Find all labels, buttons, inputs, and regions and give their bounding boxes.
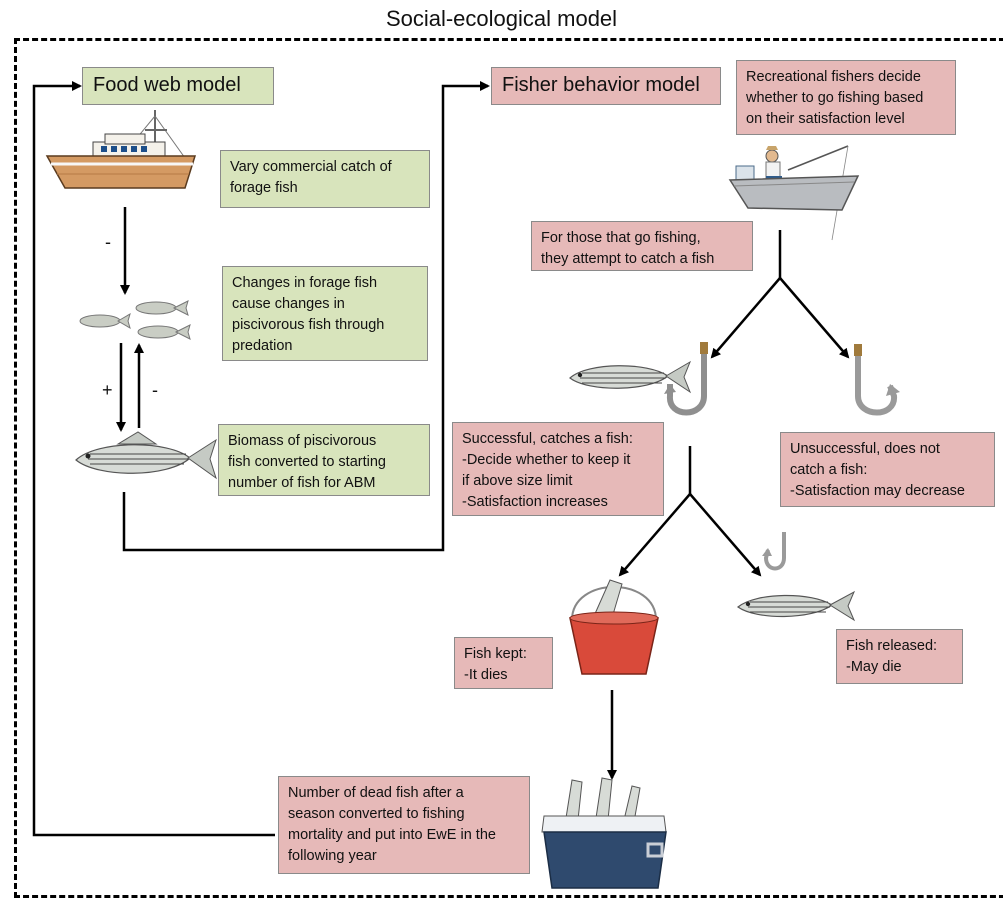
forage-changes-box: Changes in forage fish cause changes in …	[222, 266, 428, 361]
split-right-arrow	[689, 493, 762, 577]
box-line: season converted to fishing	[288, 806, 465, 822]
hook-icon	[762, 532, 786, 571]
plus-sign: +	[102, 380, 113, 400]
commercial-boat-icon	[45, 110, 197, 189]
box-line: they attempt to catch a fish	[541, 251, 715, 267]
box-line: -May die	[846, 659, 902, 675]
box-line: whether to go fishing based	[746, 90, 924, 106]
box-line: Biomass of piscivorous	[228, 433, 377, 449]
bucket-icon	[569, 579, 659, 675]
fish-released-box: Fish released: -May die	[836, 629, 963, 684]
box-line: on their satisfaction level	[746, 111, 905, 127]
hook-icon	[854, 344, 900, 416]
recreational-decide-box: Recreational fishers decide whether to g…	[736, 60, 956, 135]
minus-sign: -	[105, 232, 111, 252]
box-line: -It dies	[464, 667, 508, 683]
box-line: -Satisfaction may decrease	[790, 483, 965, 499]
split-left-arrow	[618, 493, 691, 577]
box-line: predation	[232, 338, 293, 354]
box-line: Fish released:	[846, 638, 938, 654]
food-web-header: Food web model	[82, 67, 274, 105]
to-fisher-arrow	[122, 81, 490, 552]
box-line: piscivorous fish through	[232, 317, 385, 333]
unsuccessful-box: Unsuccessful, does not catch a fish: -Sa…	[780, 432, 995, 507]
forage-fish-school-icon	[79, 300, 191, 340]
box-line: cause changes in	[232, 296, 345, 312]
box-line: For those that go fishing,	[541, 230, 701, 246]
box-line: Vary commercial catch of	[230, 159, 392, 175]
box-line: number of fish for ABM	[228, 475, 376, 491]
box-line: -Decide whether to keep it	[462, 452, 631, 468]
cooler-icon	[541, 777, 667, 889]
box-line: fish converted to starting	[228, 454, 386, 470]
box-line: forage fish	[230, 180, 298, 196]
vary-catch-box: Vary commercial catch of forage fish	[220, 150, 430, 208]
box-line: Fish kept:	[464, 646, 527, 662]
box-line: catch a fish:	[790, 462, 868, 478]
recreational-boat-icon	[728, 145, 860, 241]
dead-fish-box: Number of dead fish after a season conve…	[278, 776, 530, 874]
split-left-arrow	[710, 277, 781, 359]
feedback-arrow	[32, 81, 275, 837]
attempt-catch-box: For those that go fishing, they attempt …	[531, 221, 753, 271]
hook-icon	[664, 342, 708, 416]
box-line: Changes in forage fish	[232, 275, 378, 291]
box-line: Number of dead fish after a	[288, 785, 464, 801]
social-ecological-frame	[14, 38, 1003, 898]
biomass-box: Biomass of piscivorous fish converted to…	[218, 424, 430, 496]
fish-kept-box: Fish kept: -It dies	[454, 637, 553, 689]
box-line: mortality and put into EwE in the	[288, 827, 496, 843]
box-line: Unsuccessful, does not	[790, 441, 940, 457]
striped-bass-icon	[75, 431, 217, 480]
minus-sign: -	[152, 380, 158, 400]
box-line: Successful, catches a fish:	[462, 431, 633, 447]
box-line: following year	[288, 848, 377, 864]
diagram-title: Social-ecological model	[385, 6, 618, 31]
split-right-arrow	[779, 277, 850, 359]
box-line: if above size limit	[462, 473, 573, 489]
striped-bass-icon	[737, 590, 856, 622]
fisher-behavior-header: Fisher behavior model	[491, 67, 721, 105]
successful-box: Successful, catches a fish: -Decide whet…	[452, 422, 664, 516]
striped-bass-icon	[569, 360, 692, 394]
box-line: Recreational fishers decide	[746, 69, 921, 85]
box-line: -Satisfaction increases	[462, 494, 608, 510]
